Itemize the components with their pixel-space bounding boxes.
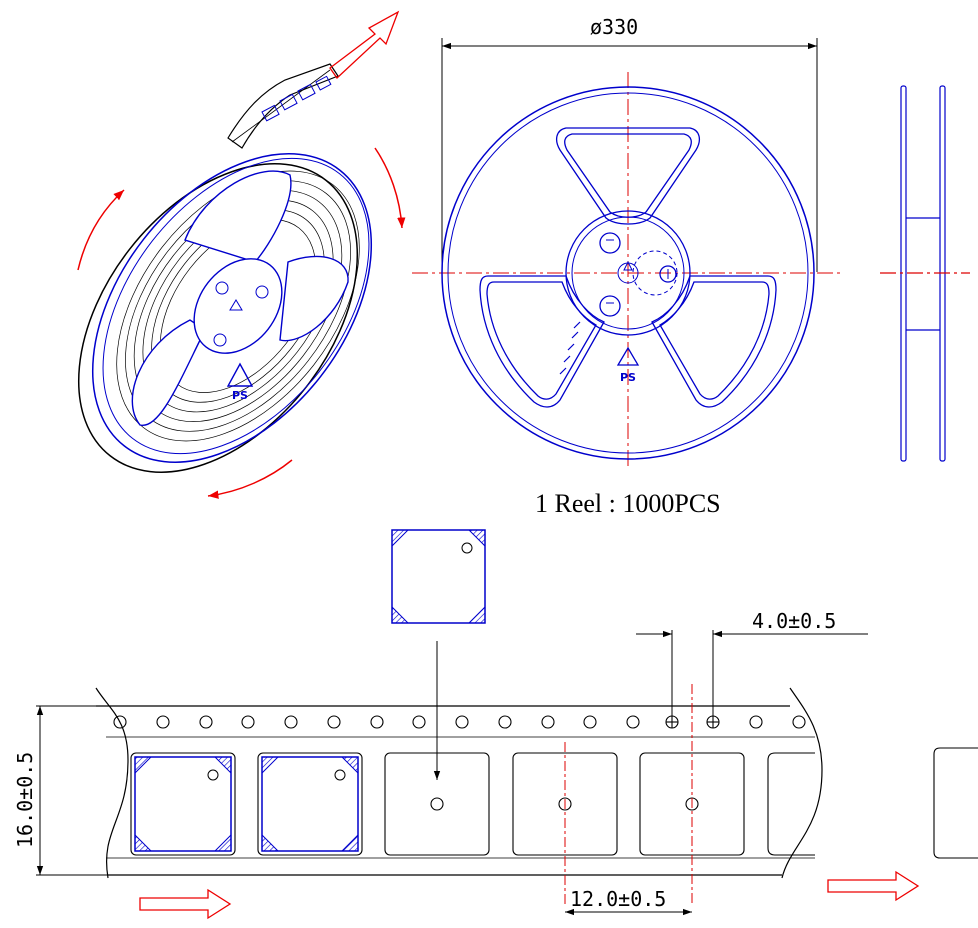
recycle-ps-icon: PS [616, 346, 640, 384]
svg-text:PS: PS [232, 389, 248, 402]
reel-side-view [880, 85, 970, 462]
feed-direction-arrow-icon [139, 888, 232, 920]
carrier-tape: 16.0±0.5 4.0±0.5 12.0±0.5 [13, 609, 978, 920]
feed-direction-arrow-icon [827, 870, 920, 902]
tape-width-label: 16.0±0.5 [13, 752, 37, 848]
sprocket-holes [113, 715, 806, 729]
feed-direction-arrow-icon [329, 10, 400, 79]
rotation-arrow-icon [207, 459, 293, 499]
reel-front-view: ø330 [412, 15, 842, 518]
reel-diameter-label: ø330 [590, 15, 638, 39]
tape-pockets [130, 752, 815, 856]
sprocket-pitch-label: 4.0±0.5 [752, 609, 836, 633]
reel-perspective-view: PS [77, 10, 406, 499]
rotation-arrow-icon [374, 147, 406, 229]
recycle-ps-icon: PS [226, 362, 254, 402]
outgoing-tape-pockets [261, 75, 332, 122]
svg-text:PS: PS [620, 371, 636, 384]
loaded-components [134, 756, 359, 852]
component-top-view [391, 529, 486, 780]
rotation-arrow-icon [77, 189, 125, 271]
reel-quantity-caption: 1 Reel : 1000PCS [535, 489, 721, 518]
pocket-pitch-label: 12.0±0.5 [570, 887, 666, 911]
